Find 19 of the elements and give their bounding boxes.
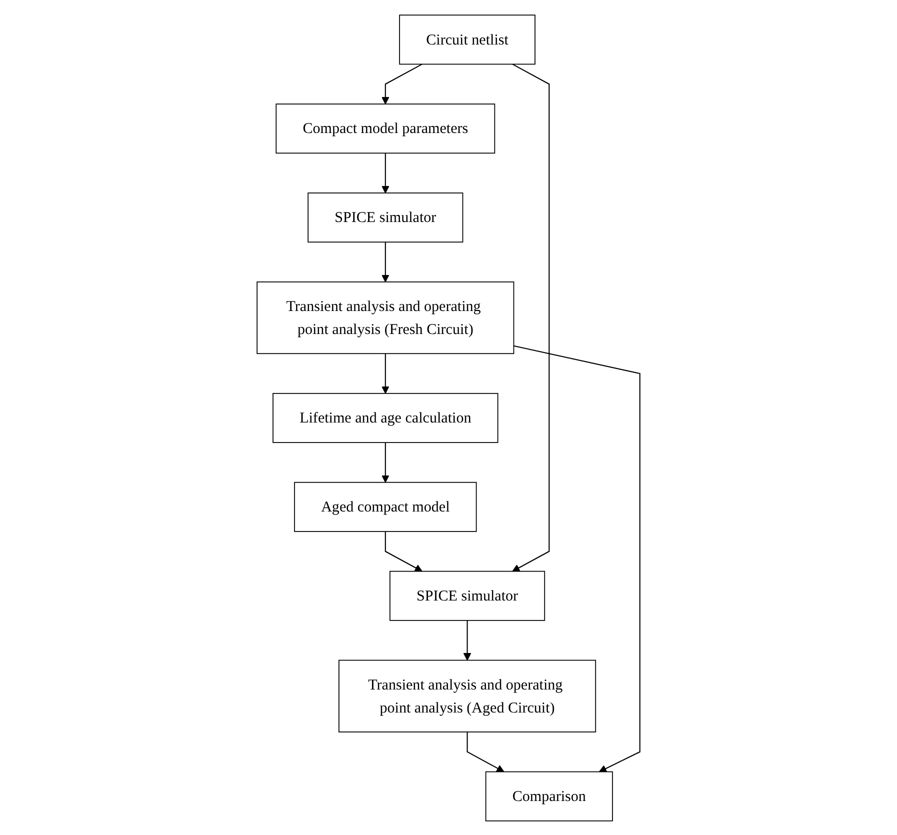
node-box: SPICE simulator (308, 192, 464, 242)
arrow (382, 242, 390, 282)
node-box: SPICE simulator (390, 570, 546, 620)
arrow (466, 731, 504, 772)
arrow (382, 152, 390, 193)
arrow (382, 63, 422, 104)
arrow (512, 63, 550, 572)
node-box: Aged compact model (294, 481, 477, 532)
node-box: Comparison (485, 770, 613, 821)
node-box: Transient analysis and operating point analysis (Fresh Circuit) (256, 280, 514, 354)
arrow (384, 531, 422, 572)
node-box: Compact model parameters (276, 103, 496, 154)
arrow (382, 353, 390, 394)
arrow (514, 344, 640, 772)
node-box: Transient analysis and operating point analysis (Aged Circuit) (338, 659, 596, 732)
node-box: Lifetime and age calculation (272, 392, 498, 442)
arrow (463, 620, 472, 660)
arrow (382, 442, 390, 482)
node-box: Circuit netlist (399, 14, 536, 64)
